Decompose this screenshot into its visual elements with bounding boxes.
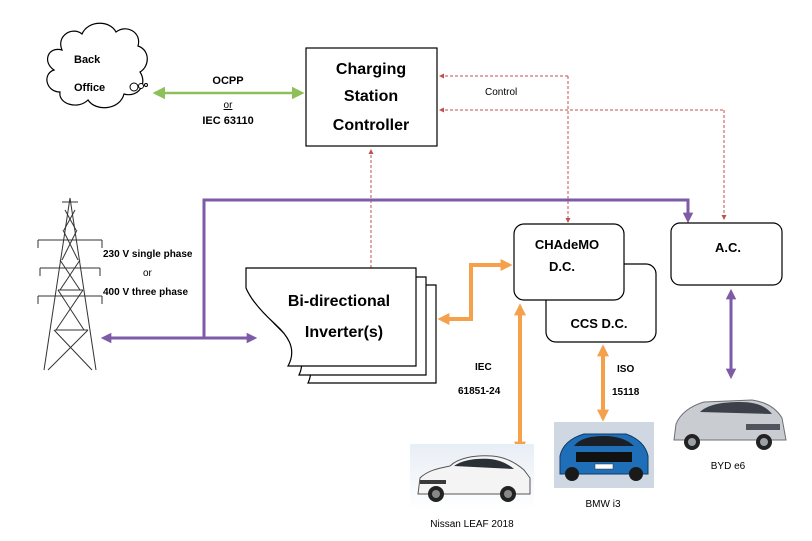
charging-station-controller: Charging Station Controller — [305, 47, 438, 147]
ac-label: A.C. — [715, 240, 741, 255]
back-office-cloud: Back Office — [46, 22, 148, 109]
byd-e6-photo — [670, 388, 790, 454]
iec-label: IEC — [475, 362, 492, 373]
controller-label: Charging — [336, 61, 406, 78]
ac-power-lines — [100, 198, 737, 380]
blue-compact-car-icon — [559, 433, 649, 481]
iso-label: 15118 — [612, 387, 640, 398]
chademo-label: D.C. — [549, 259, 575, 274]
dc-power-lines — [437, 259, 609, 454]
inverter-label: Bi-directional — [288, 293, 390, 310]
grid-voltage-label: 400 V three phase — [103, 287, 188, 298]
ccs-label: CCS D.C. — [570, 316, 627, 331]
bi-directional-inverter: Bi-directional Inverter(s) — [245, 267, 437, 384]
controller-label: Station — [344, 88, 398, 105]
cloud-bubble-icon — [144, 83, 148, 87]
white-hatchback-car-icon — [417, 455, 531, 502]
control-lines — [368, 73, 727, 278]
leaf-caption: Nissan LEAF 2018 — [430, 519, 514, 530]
bmw-i3-photo — [554, 422, 654, 488]
iec-label: 61851-24 — [458, 386, 501, 397]
bmw-caption: BMW i3 — [586, 499, 621, 510]
inverter-to-chademo-arrow — [437, 259, 513, 325]
ac-box: A.C. — [670, 222, 783, 286]
cloud-bubble-icon — [129, 82, 139, 92]
back-office-label: Back — [74, 54, 101, 66]
power-pylon-icon — [37, 197, 103, 371]
back-office-label: Office — [74, 82, 105, 94]
controller-label: Controller — [333, 117, 409, 134]
nissan-leaf-photo — [410, 444, 534, 510]
protocol-label: OCPP — [212, 75, 243, 87]
chademo-label: CHAdeMO — [535, 237, 599, 252]
cloud-icon — [46, 22, 148, 109]
cloud-bubble-icon — [138, 83, 144, 89]
protocol-or-label: or — [224, 100, 234, 111]
control-label: Control — [485, 87, 517, 98]
inverter-label: Inverter(s) — [305, 324, 383, 341]
iso-label: ISO — [617, 364, 634, 375]
grid-voltage-or-label: or — [143, 268, 153, 279]
silver-sedan-car-icon — [673, 399, 787, 450]
chademo-dc-box: CHAdeMO D.C. — [513, 223, 625, 301]
grid-voltage-label: 230 V single phase — [103, 249, 193, 260]
byd-caption: BYD e6 — [711, 461, 746, 472]
ac-feeder-line — [202, 198, 694, 338]
protocol-label: IEC 63110 — [202, 115, 253, 127]
